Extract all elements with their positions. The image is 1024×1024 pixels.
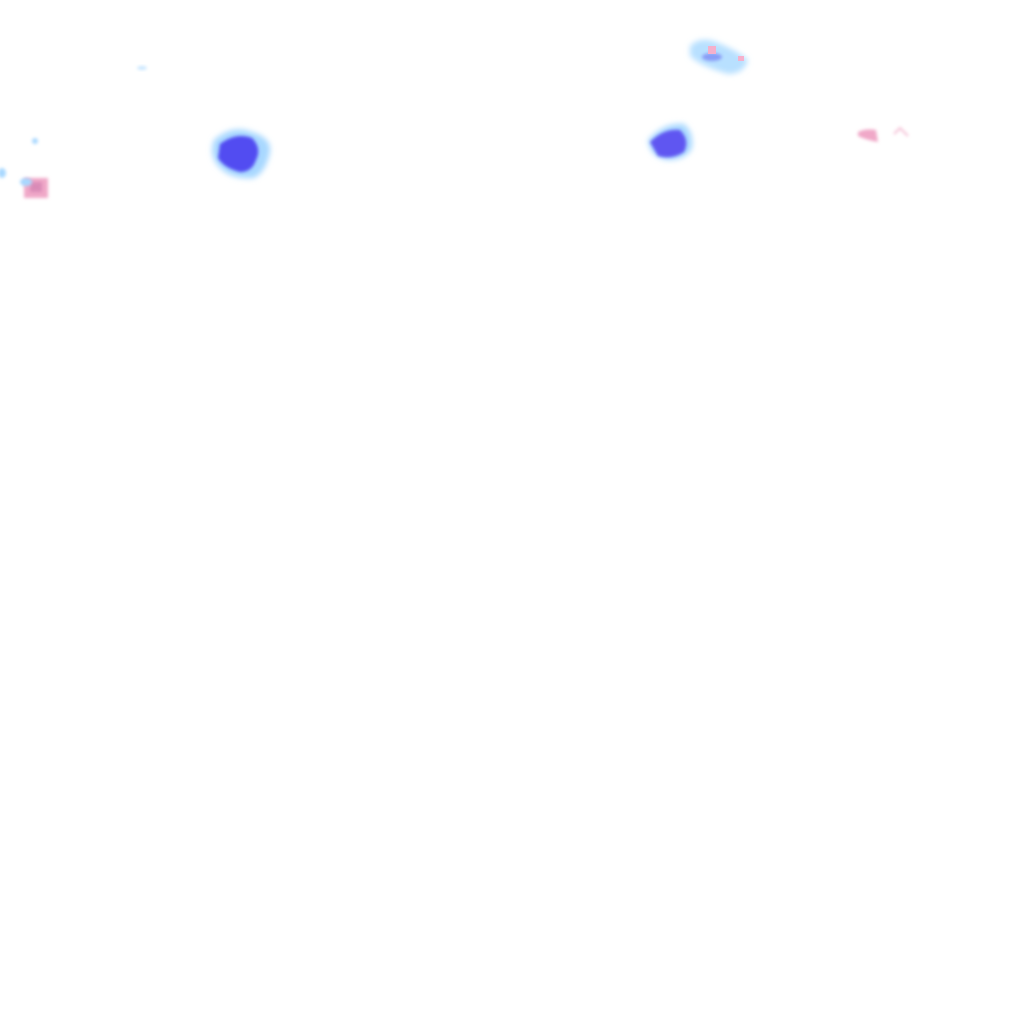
precip-band-top-right: [690, 39, 748, 74]
precip-cell-center: [648, 123, 693, 160]
precip-cell-left: [212, 129, 271, 179]
mixed-precip-left: [0, 66, 147, 198]
mixed-precip-right: [858, 126, 909, 142]
